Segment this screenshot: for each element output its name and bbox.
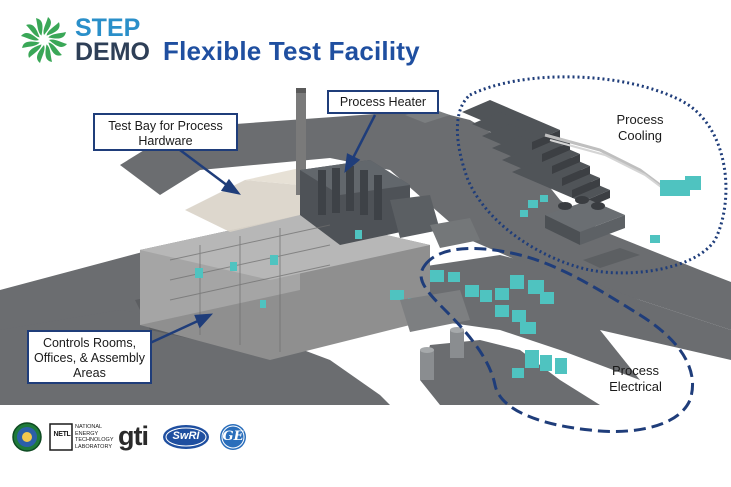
brand-step-text: STEP <box>75 16 140 40</box>
doe-seal-logo <box>13 423 41 451</box>
callout-controls-rooms-label: Controls Rooms, Offices, & Assembly Area… <box>34 336 145 380</box>
gti-logo-text: gti <box>118 421 148 452</box>
callout-test-bay: Test Bay for Process Hardware <box>93 113 238 151</box>
ge-logo-text: GE <box>222 429 244 444</box>
netl-text-block: NATIONAL ENERGY TECHNOLOGY LABORATORY <box>75 424 114 450</box>
callout-process-heater-label: Process Heater <box>340 95 426 109</box>
label-process-cooling: Process Cooling <box>610 112 670 144</box>
callout-test-bay-label: Test Bay for Process Hardware <box>108 119 223 148</box>
label-process-electrical: Process Electrical <box>598 363 673 395</box>
brand-demo-text: DEMO <box>75 40 150 64</box>
netl-line-4: LABORATORY <box>75 444 114 451</box>
green-pinwheel-logo <box>21 17 68 64</box>
callout-process-heater: Process Heater <box>327 90 439 114</box>
callout-controls-rooms: Controls Rooms, Offices, & Assembly Area… <box>27 330 152 384</box>
page-title: Flexible Test Facility <box>163 36 420 67</box>
netl-mark-text: NETL <box>51 431 73 438</box>
netl-line-3: TECHNOLOGY <box>75 437 114 444</box>
swri-logo-text: SwRI <box>168 430 204 442</box>
